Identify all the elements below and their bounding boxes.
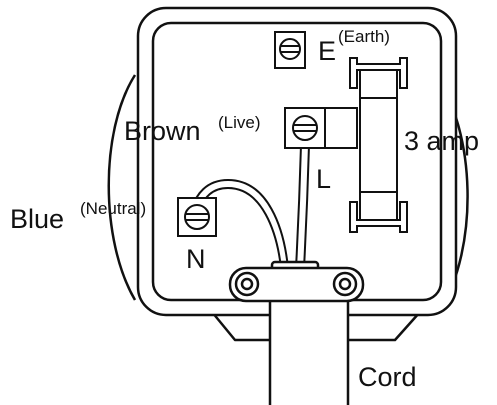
live-terminal-label: L: [316, 164, 332, 194]
live-screw-icon: [292, 115, 318, 141]
live-note: (Live): [218, 113, 261, 132]
fuse-clip-top: [349, 57, 408, 89]
neutral-terminal-label: N: [186, 244, 206, 274]
cord: [268, 298, 350, 405]
plug-body-left-arc: [107, 74, 137, 301]
brown-wire-label: Brown: [124, 116, 201, 146]
live-wire: [295, 144, 302, 269]
neutral-wire: [191, 178, 289, 269]
fuse-rating-label: 3 amp: [404, 126, 480, 156]
fuse: [359, 69, 398, 221]
blue-wire-label: Blue: [10, 204, 65, 234]
live-terminal-block: [324, 107, 358, 149]
earth-screw-icon: [279, 38, 301, 60]
earth-label: E: [318, 36, 337, 66]
fuse-clip-bottom: [349, 201, 408, 233]
earth-note: (Earth): [338, 27, 390, 46]
neutral-screw-icon: [184, 204, 210, 230]
live-wire-inner: [303, 144, 310, 269]
cord-label: Cord: [358, 362, 417, 392]
live-terminal: [284, 107, 326, 149]
neutral-note: (Neutral): [80, 199, 147, 218]
cord-grip-bar: [228, 266, 365, 303]
